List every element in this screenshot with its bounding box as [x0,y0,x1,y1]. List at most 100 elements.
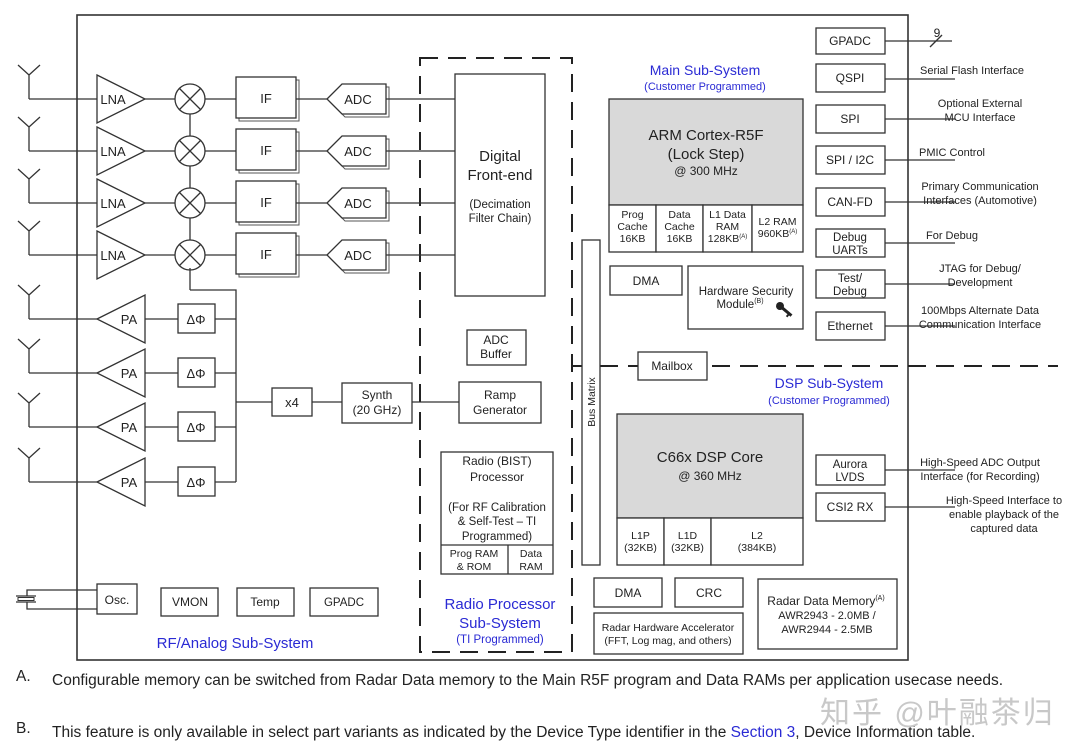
ramp-generator [458,381,542,424]
peripheral-label: QSPI [836,71,865,85]
bist-title: Radio (BIST) [462,454,531,468]
main-memory-cell [655,204,704,253]
phase-shifter-label: ΔΦ [186,420,205,435]
radar-data-memory [757,578,898,650]
synth-freq: (20 GHz) [353,403,402,417]
peripheral-label: Test/ [838,273,863,285]
crystal-icon [16,589,97,610]
bus-width-label: 9 [934,26,941,40]
peripheral-label: SPI / I2C [826,153,874,167]
main-memory-label: 128KB(A) [708,233,748,245]
radar-hardware-accelerator [593,612,744,655]
dsp-subsystem-title: DSP Sub-System [775,375,884,391]
note-letter: A. [16,668,31,685]
peripheral-description: For Debug [926,230,978,242]
adc-label: ADC [344,248,371,263]
phase-shifter-label: ΔΦ [186,475,205,490]
if-block [235,232,297,275]
note-text: Configurable memory can be switched from… [52,672,1004,689]
antenna-icon [17,168,41,203]
phase-shifter [177,303,216,334]
peripheral-label: SPI [840,112,859,126]
bist-sub-3: Programmed) [462,531,532,543]
vmon-label: VMON [172,595,208,609]
dfe-title: Digital [479,148,521,165]
crc [674,577,744,608]
dsp-dma-label: DMA [615,586,642,600]
peripheral-label: CAN-FD [827,195,873,209]
cpu-freq: @ 300 MHz [674,164,738,178]
if-block [235,76,297,119]
phase-shifter [177,466,216,497]
hwa-sub: (FFT, Log mag, and others) [604,635,731,647]
main-memory-label: L1 Data [709,209,746,221]
if-label: IF [260,143,272,158]
osc-label: Osc. [105,593,130,607]
peripheral-label: Debug [833,286,867,298]
peripheral-box [815,187,886,217]
phase-shifter-label: ΔΦ [186,312,205,327]
bist-sub: (For RF Calibration [448,502,546,514]
oscillator [96,583,138,615]
peripheral-description: Development [948,277,1013,289]
pa-label: PA [121,366,138,381]
peripheral-description: captured data [970,523,1038,535]
crc-label: CRC [696,586,722,600]
dfe-sub: (Decimation [469,199,530,211]
main-memory-label: L2 RAM [759,216,797,228]
peripheral-description: Communication Interface [919,319,1041,331]
rx-chain: LNA IF ADC [17,220,455,281]
main-memory-label: Cache [664,221,695,233]
section-3-link[interactable]: Section 3 [730,724,796,741]
lna-amplifier [96,125,147,177]
lna-amplifier [96,73,147,125]
watermark: 知乎 @叶融茶归 [820,697,1055,730]
arm-cortex-r5f [608,98,804,206]
peripheral-label: LVDS [835,472,865,484]
peripheral-label: Debug [833,232,867,244]
peripheral-label: CSI2 RX [827,500,874,514]
bus-matrix [581,239,601,566]
main-dma-label: DMA [633,274,660,288]
note-letter: B. [16,720,31,737]
dsp-subsystem-subtitle: (Customer Programmed) [768,395,890,407]
radio-processor-title: Radio Processor [445,596,556,613]
dfe-title-2: Front-end [467,167,532,184]
main-memory-label: Cache [617,221,648,233]
tx-chain: PA ΔΦ [17,338,236,399]
bus-matrix-label: Bus Matrix [586,376,598,426]
phase-shifter-label: ΔΦ [186,366,205,381]
main-memory-cell [702,204,753,253]
mailbox [637,351,708,381]
if-label: IF [260,247,272,262]
chip-boundary [76,14,909,661]
peripheral-description: Primary Communication [921,181,1038,193]
rdm-awr2943: AWR2943 - 2.0MB / [778,610,876,622]
note-text: This feature is only available in select… [52,720,1052,745]
peripheral-label: GPADC [829,34,871,48]
dsp-memory-label: (32KB) [671,542,704,554]
peripheral-description: Interface (for Recording) [920,471,1039,483]
radio-processor-subtitle: (TI Programmed) [456,634,544,646]
peripheral-box [815,63,886,93]
peripheral: GPADC 9 [815,26,952,55]
rf-subsystem-title: RF/Analog Sub-System [157,635,314,652]
bist-prog-ram-2: & ROM [457,561,491,573]
dsp-memory-label: (384KB) [738,542,777,554]
synth-block [341,382,413,424]
lna-label: LNA [100,248,126,263]
rf-gpadc-label: GPADC [324,597,364,609]
bist-title-2: Processor [470,470,524,484]
temp-label: Temp [250,595,280,609]
dsp-memory-label: L2 [751,530,763,542]
radio-processor-title-2: Sub-System [459,615,541,632]
dsp-core-name: C66x DSP Core [657,449,763,466]
